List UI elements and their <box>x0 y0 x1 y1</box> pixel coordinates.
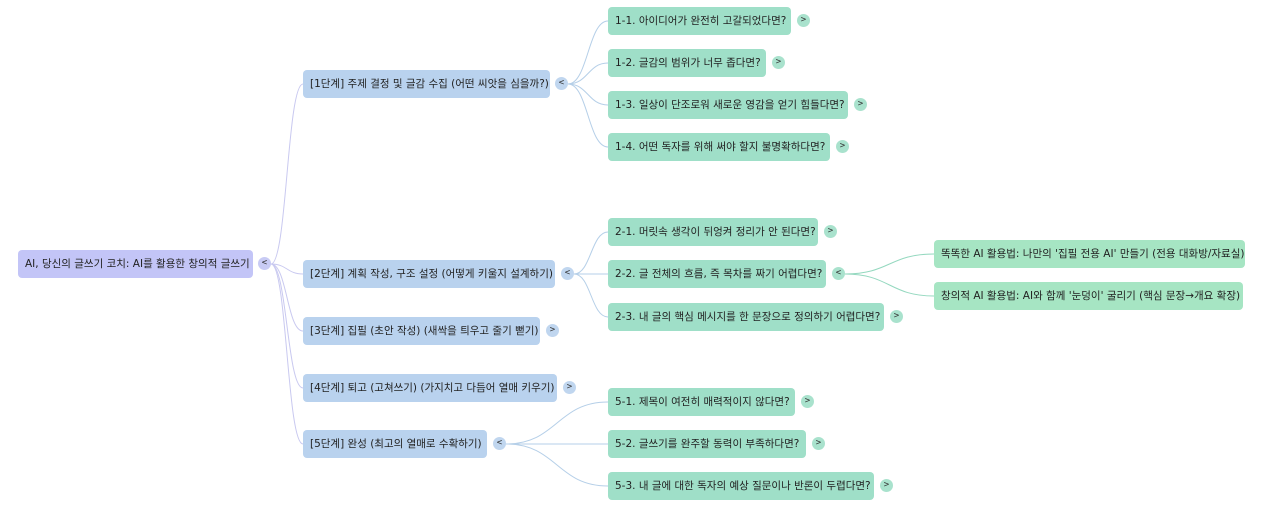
link-step1-topic-2 <box>567 62 609 85</box>
topic-2-1-node[interactable]: 2-1. 머릿속 생각이 뒤엉켜 정리가 안 된다면? <box>608 218 818 246</box>
link-topic22-tip-1 <box>844 253 935 275</box>
step-2-node[interactable]: [2단계] 계획 작성, 구조 설정 (어떻게 키울지 설계하기) <box>303 260 555 288</box>
link-step1-topic-3 <box>567 83 609 106</box>
step-3-expand-toggle[interactable]: > <box>546 324 559 337</box>
root-node[interactable]: AI, 당신의 글쓰기 코치: AI를 활용한 창의적 글쓰기 <box>18 250 253 278</box>
step-5-collapse-toggle[interactable]: < <box>493 437 506 450</box>
link-step5-topic-1 <box>505 401 609 445</box>
topic-2-3-node[interactable]: 2-3. 내 글의 핵심 메시지를 한 문장으로 정의하기 어렵다면? <box>608 303 884 331</box>
root-collapse-toggle[interactable]: < <box>258 257 271 270</box>
link-root-step-1 <box>270 83 304 265</box>
step-1-collapse-toggle[interactable]: < <box>555 77 568 90</box>
topic-2-3-expand-toggle[interactable]: > <box>890 310 903 323</box>
topic-5-1-expand-toggle[interactable]: > <box>801 395 814 408</box>
topic-1-2-expand-toggle[interactable]: > <box>772 56 785 69</box>
step-4-node[interactable]: [4단계] 퇴고 (고쳐쓰기) (가지치고 다듬어 열매 키우기) <box>303 374 557 402</box>
link-step5-topic-3 <box>505 443 609 487</box>
topic-1-4-expand-toggle[interactable]: > <box>836 140 849 153</box>
step-5-node[interactable]: [5단계] 완성 (최고의 열매로 수확하기) <box>303 430 487 458</box>
tip-ai-writing-assistant-node[interactable]: 똑똑한 AI 활용법: 나만의 '집필 전용 AI' 만들기 (전용 대화방/자… <box>934 240 1245 268</box>
topic-1-1-node[interactable]: 1-1. 아이디어가 완전히 고갈되었다면? <box>608 7 791 35</box>
topic-5-3-expand-toggle[interactable]: > <box>880 479 893 492</box>
topic-1-3-expand-toggle[interactable]: > <box>854 98 867 111</box>
topic-2-2-node[interactable]: 2-2. 글 전체의 흐름, 즉 목차를 짜기 어렵다면? <box>608 260 826 288</box>
topic-5-2-expand-toggle[interactable]: > <box>812 437 825 450</box>
topic-5-1-node[interactable]: 5-1. 제목이 여전히 매력적이지 않다면? <box>608 388 795 416</box>
topic-2-1-expand-toggle[interactable]: > <box>824 225 837 238</box>
topic-5-2-node[interactable]: 5-2. 글쓰기를 완주할 동력이 부족하다면? <box>608 430 806 458</box>
topic-1-2-node[interactable]: 1-2. 글감의 범위가 너무 좁다면? <box>608 49 766 77</box>
link-root-step-5 <box>270 263 304 445</box>
link-step2-topic-3 <box>573 273 609 318</box>
link-root-step-2 <box>270 263 304 275</box>
topic-1-1-expand-toggle[interactable]: > <box>797 14 810 27</box>
link-root-step-3 <box>270 263 304 332</box>
topic-1-3-node[interactable]: 1-3. 일상이 단조로워 새로운 영감을 얻기 힘들다면? <box>608 91 848 119</box>
link-root-step-4 <box>270 263 304 389</box>
link-step1-topic-1 <box>567 20 609 85</box>
link-step2-topic-1 <box>573 231 609 275</box>
topic-2-2-collapse-toggle[interactable]: < <box>832 267 845 280</box>
topic-1-4-node[interactable]: 1-4. 어떤 독자를 위해 써야 할지 불명확하다면? <box>608 133 830 161</box>
tip-ai-snowball-node[interactable]: 창의적 AI 활용법: AI와 함께 '눈덩이' 굴리기 (핵심 문장→개요 확… <box>934 282 1243 310</box>
step-2-collapse-toggle[interactable]: < <box>561 267 574 280</box>
topic-5-3-node[interactable]: 5-3. 내 글에 대한 독자의 예상 질문이나 반론이 두렵다면? <box>608 472 874 500</box>
step-3-node[interactable]: [3단계] 집필 (초안 작성) (새싹을 틔우고 줄기 뻗기) <box>303 317 540 345</box>
link-topic22-tip-2 <box>844 273 935 297</box>
step-4-expand-toggle[interactable]: > <box>563 381 576 394</box>
step-1-node[interactable]: [1단계] 주제 결정 및 글감 수집 (어떤 씨앗을 심을까?) <box>303 70 550 98</box>
link-step1-topic-4 <box>567 83 609 148</box>
